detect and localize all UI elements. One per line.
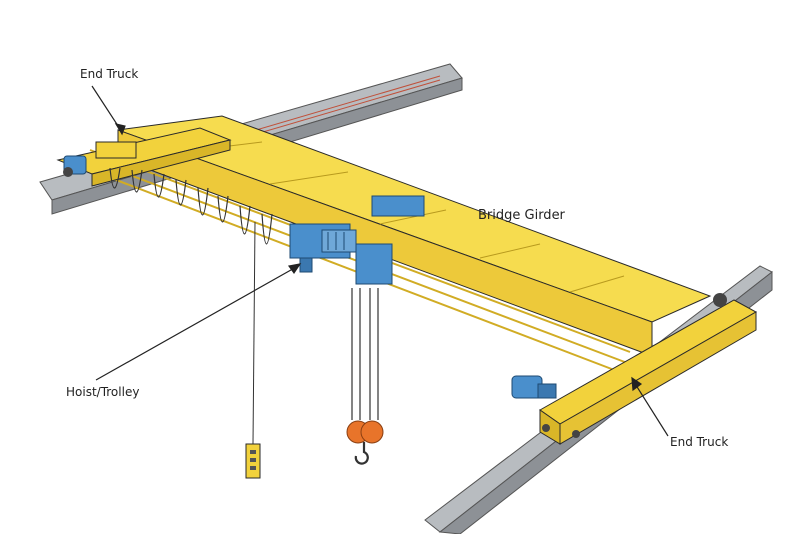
label-end-truck-bottom: End Truck — [670, 435, 728, 449]
festoon-cables — [109, 167, 273, 245]
hook-block — [346, 420, 384, 465]
hoist-ropes — [351, 288, 379, 420]
label-bridge-girder: Bridge Girder — [478, 208, 566, 223]
end-truck-top — [56, 127, 232, 187]
end-truck-bottom — [511, 293, 758, 445]
label-hoist-trolley: Hoist/Trolley — [66, 385, 139, 399]
pendant-control — [245, 221, 261, 479]
hoist-trolley — [289, 195, 425, 285]
label-end-truck-top: End Truck — [80, 67, 138, 81]
leader-lines — [91, 85, 669, 437]
